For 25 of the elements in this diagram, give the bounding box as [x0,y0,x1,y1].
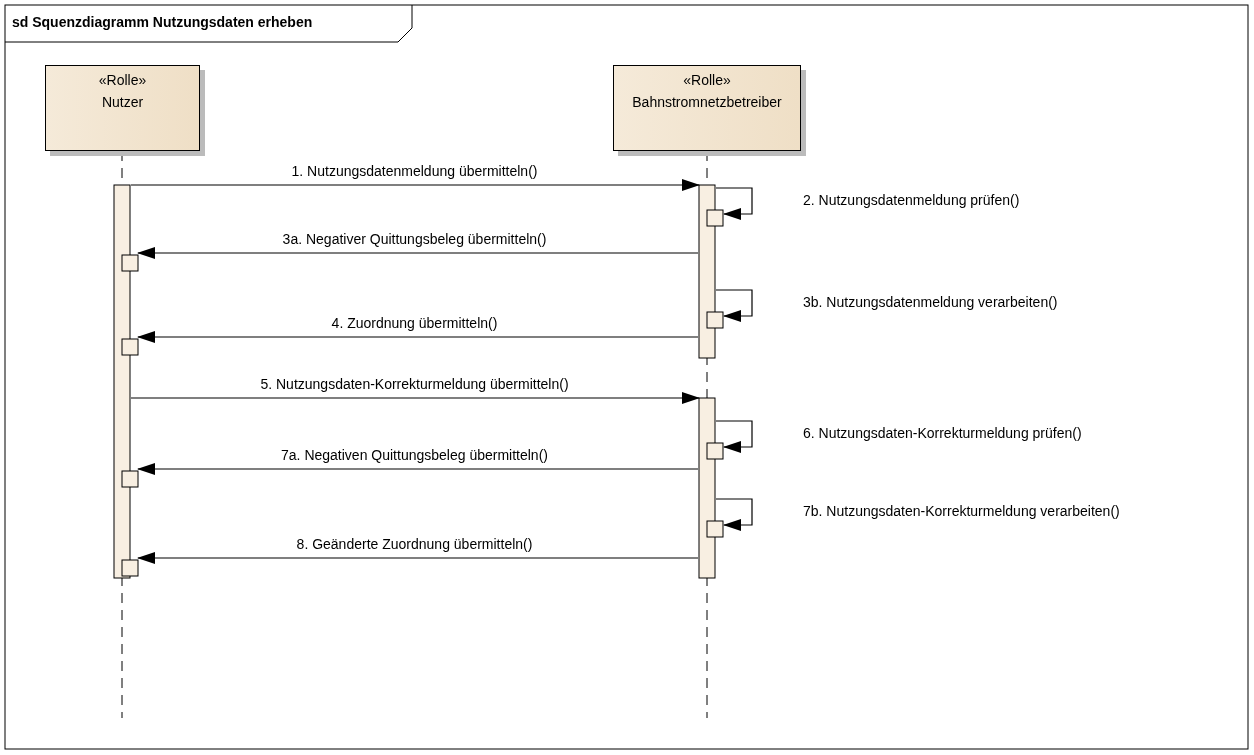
message-arrow [130,392,700,404]
message-arrow [137,331,699,343]
message-arrow [715,420,753,453]
message-arrow [715,498,753,531]
message-label: 4. Zuordnung übermitteln() [331,315,498,331]
role-name: Bahnstromnetzbetreiber [631,94,783,110]
message-arrow [137,552,699,564]
message-label: 8. Geänderte Zuordnung übermitteln() [296,536,533,552]
message-label: 3b. Nutzungsdatenmeldung verarbeiten() [803,294,1058,310]
message-label: 6. Nutzungsdaten-Korrekturmeldung prüfen() [803,425,1082,441]
message-label: 7b. Nutzungsdaten-Korrekturmeldung verarbeiten() [803,503,1120,519]
message-arrow [715,187,753,220]
stereotype-label: «Rolle» [682,72,732,88]
message-arrow [137,463,699,475]
message-label: 7a. Negativen Quittungsbeleg übermitteln() [281,447,548,463]
message-label: 1. Nutzungsdatenmeldung übermitteln() [291,163,538,179]
message-arrow [137,247,699,259]
message-label: 3a. Negativer Quittungsbeleg übermitteln() [282,231,547,247]
message-arrow [715,289,753,322]
diagram-title: sd Squenzdiagramm Nutzungsdaten erheben [12,14,313,30]
message-label: 2. Nutzungsdatenmeldung prüfen() [803,192,1020,208]
message-label: 5. Nutzungsdaten-Korrekturmeldung übermitteln() [260,376,569,392]
role-name: Nutzer [100,94,145,110]
stereotype-label: «Rolle» [97,72,148,88]
message-arrow [130,179,700,191]
